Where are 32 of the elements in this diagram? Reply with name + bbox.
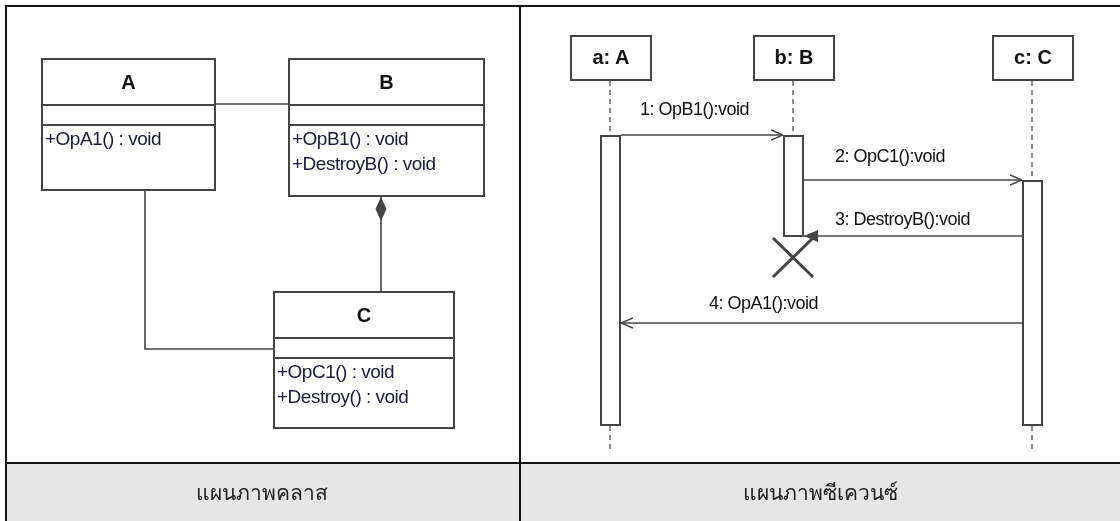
class-box [41,58,216,191]
class-name: C [275,293,453,339]
object-box: b: B [753,35,835,81]
operation-text: +OpA1() : void [44,127,163,151]
operation-text: +OpC1() : void [276,360,396,384]
activation-bar [600,135,621,426]
message-arrow [620,129,784,141]
association-line [144,190,274,350]
class-name: A [43,60,214,106]
association-line [215,103,289,105]
operation-text: +Destroy() : void [276,385,410,409]
lifeline [609,425,611,451]
activation-bar [783,135,804,237]
edge-label: 1: OpB1():void [640,99,750,119]
composition-line [375,196,387,292]
object-box: a: A [570,35,652,81]
edge-label: 4: OpA1():void [709,293,819,313]
edge-label: 3: DestroyB():void [835,209,971,229]
activation-bar [1022,180,1043,426]
operation-text: +OpB1() : void [291,127,410,151]
message-arrow [803,174,1023,186]
caption-text: แผนภาพซีเควนซ์ [742,479,898,507]
message-arrow [803,230,1023,242]
lifeline [1031,425,1033,451]
object-box: c: C [992,35,1074,81]
operation-text: +DestroyB() : void [291,152,437,176]
class-box [288,58,485,197]
class-name: B [290,60,483,106]
class-box [273,291,455,429]
edge-label: 2: OpC1():void [835,146,946,166]
caption-text: แผนภาพคลาส [196,479,328,507]
message-arrow [620,317,1023,329]
